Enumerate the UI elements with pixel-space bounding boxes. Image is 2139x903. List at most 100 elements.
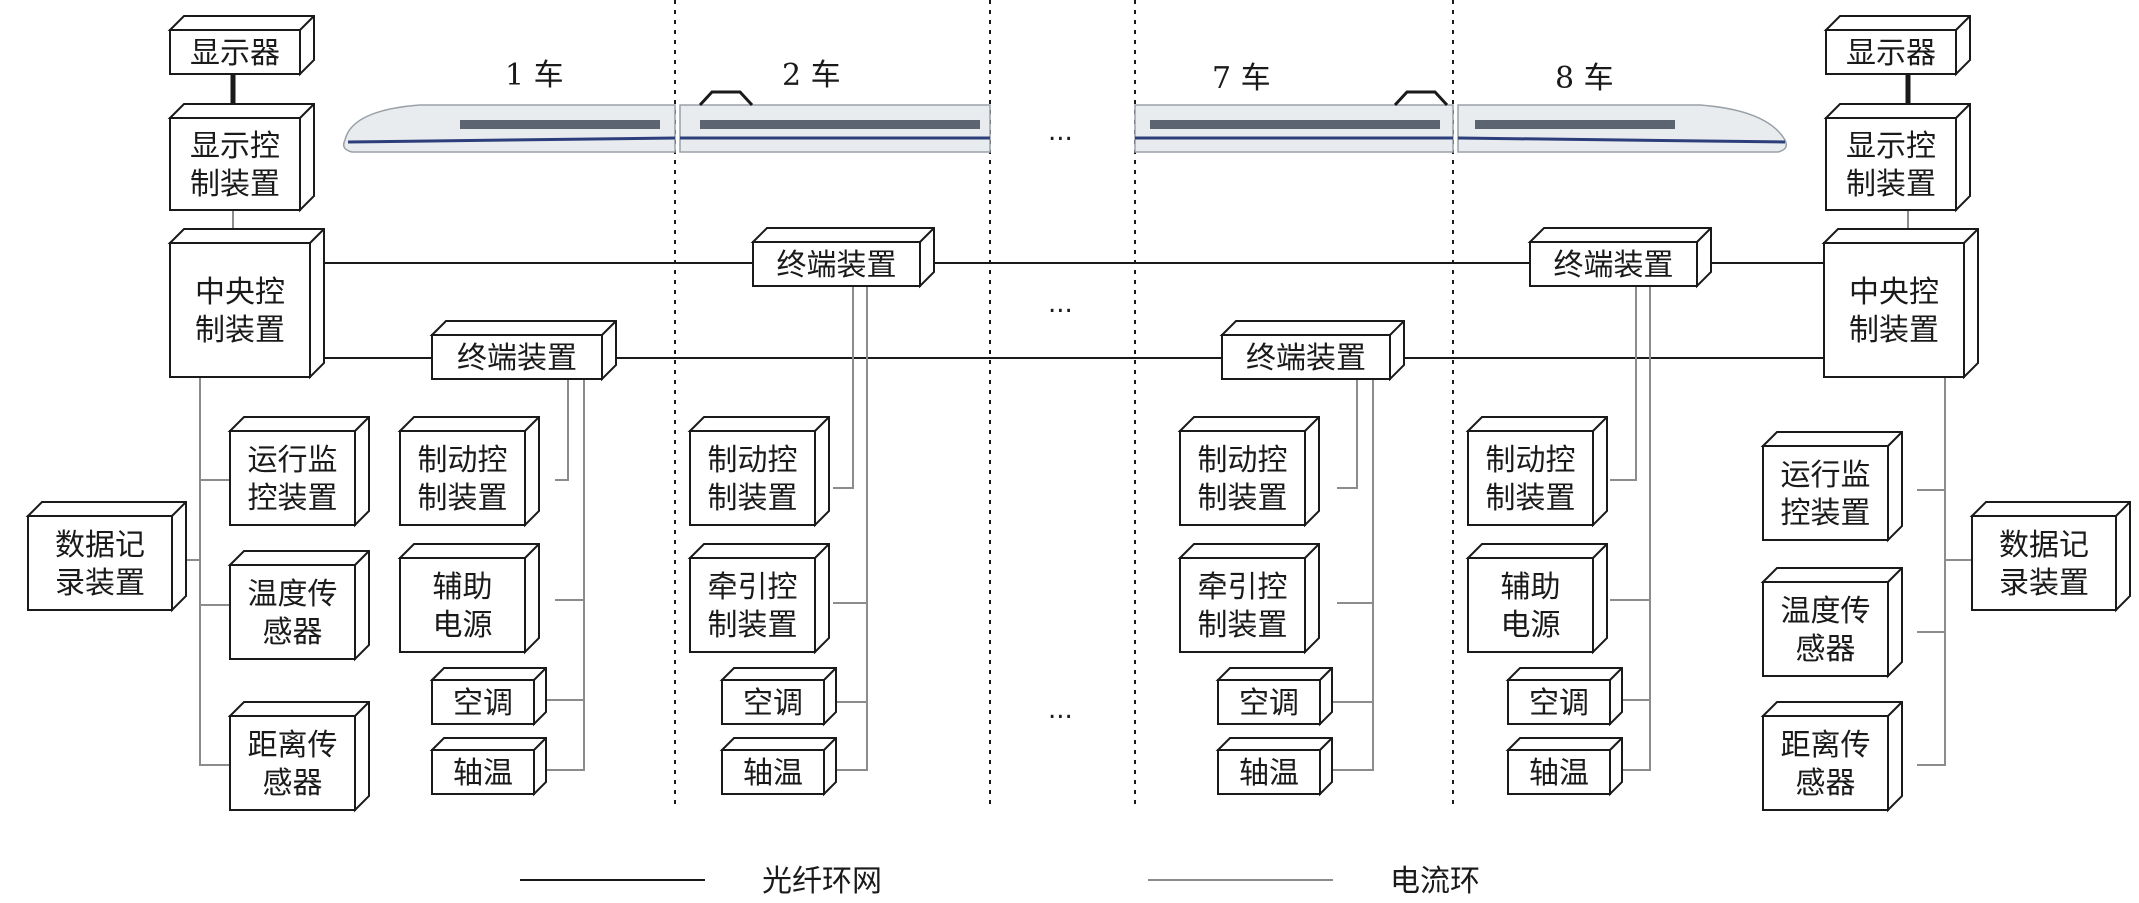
terminal-car2-label: 终端装置 xyxy=(777,248,897,283)
axle-temp-car7-label: 轴温 xyxy=(1239,756,1299,791)
traction-control-car2-label: 牵引控 xyxy=(708,570,798,605)
car-label-7: 7 车 xyxy=(1212,61,1271,96)
aircon-car7-label: 空调 xyxy=(1239,686,1299,721)
brake-control-car8-label: 制动控 xyxy=(1486,443,1576,478)
distance-sensor-left-label: 感器 xyxy=(263,766,323,801)
ellipsis-middle: ... xyxy=(1048,289,1073,319)
temp-sensor-right-label: 温度传 xyxy=(1781,594,1871,629)
car-label-8: 8 车 xyxy=(1555,61,1614,96)
distance-sensor-right-label: 距离传 xyxy=(1781,728,1871,763)
axle-temp-car2-label: 轴温 xyxy=(743,756,803,791)
axle-temp-car8: 轴温 xyxy=(1505,737,1623,797)
display-right-label: 显示器 xyxy=(1846,36,1936,71)
aircon-car2: 空调 xyxy=(719,667,837,727)
central-control-left-label: 制装置 xyxy=(195,313,285,348)
display-control-left-label: 显示控 xyxy=(190,129,280,164)
distance-sensor-left-label: 距离传 xyxy=(248,728,338,763)
car-label-2: 2 车 xyxy=(782,58,841,93)
temp-sensor-right-label: 感器 xyxy=(1796,632,1856,667)
display-control-right-label: 显示控 xyxy=(1846,129,1936,164)
aircon-car8: 空调 xyxy=(1505,667,1623,727)
aux-power-car8-label: 辅助 xyxy=(1501,570,1561,605)
car-label-1: 1 车 xyxy=(505,58,564,93)
axle-temp-car1: 轴温 xyxy=(429,737,547,797)
temp-sensor-left-label: 温度传 xyxy=(248,577,338,612)
aux-power-car8-label: 电源 xyxy=(1501,608,1561,643)
device-boxes: 显示器显示控制装置中央控制装置终端装置运行监控装置温度传感器距离传感器数据记录装… xyxy=(25,15,2131,813)
brake-control-car1-label: 制动控 xyxy=(418,443,508,478)
data-recorder-right-label: 录装置 xyxy=(1999,566,2089,601)
terminal-car7-label: 终端装置 xyxy=(1246,341,1366,376)
ellipsis-top: ... xyxy=(1048,117,1073,147)
terminal-car8: 终端装置 xyxy=(1527,227,1712,289)
current-loop-lines xyxy=(172,210,1972,771)
terminal-car7: 终端装置 xyxy=(1219,320,1405,382)
brake-control-car1-label: 制装置 xyxy=(418,481,508,516)
run-monitor-left-label: 控装置 xyxy=(248,481,338,516)
central-control-left-label: 中央控 xyxy=(195,275,285,310)
legend-current-label: 电流环 xyxy=(1390,864,1480,899)
aircon-car1: 空调 xyxy=(429,667,547,727)
data-recorder-right-label: 数据记 xyxy=(1999,528,2089,563)
data-recorder-left-label: 录装置 xyxy=(55,566,145,601)
display-left-label: 显示器 xyxy=(190,36,280,71)
brake-control-car2-label: 制装置 xyxy=(708,481,798,516)
terminal-car1-label: 终端装置 xyxy=(457,341,577,376)
brake-control-car8-label: 制装置 xyxy=(1486,481,1576,516)
distance-sensor-right-label: 感器 xyxy=(1796,766,1856,801)
legend: 光纤环网 电流环 xyxy=(520,864,1480,899)
aircon-car8-label: 空调 xyxy=(1529,686,1589,721)
aircon-car7: 空调 xyxy=(1215,667,1333,727)
traction-control-car2-label: 制装置 xyxy=(708,608,798,643)
display-left: 显示器 xyxy=(167,15,315,77)
display-right: 显示器 xyxy=(1823,15,1971,77)
axle-temp-car2: 轴温 xyxy=(719,737,837,797)
terminal-car8-label: 终端装置 xyxy=(1554,248,1674,283)
data-recorder-left-label: 数据记 xyxy=(55,528,145,563)
legend-fiber-label: 光纤环网 xyxy=(762,864,882,899)
run-monitor-left-label: 运行监 xyxy=(248,443,338,478)
axle-temp-car1-label: 轴温 xyxy=(453,756,513,791)
run-monitor-right-label: 运行监 xyxy=(1781,458,1871,493)
brake-control-car7-label: 制动控 xyxy=(1198,443,1288,478)
ellipsis-bottom: ... xyxy=(1048,695,1073,725)
display-control-right-label: 制装置 xyxy=(1846,167,1936,202)
temp-sensor-left-label: 感器 xyxy=(263,615,323,650)
fiber-ring-lines xyxy=(230,71,1911,359)
terminal-car2: 终端装置 xyxy=(750,227,935,289)
axle-temp-car8-label: 轴温 xyxy=(1529,756,1589,791)
traction-control-car7-label: 制装置 xyxy=(1198,608,1288,643)
axle-temp-car7: 轴温 xyxy=(1215,737,1333,797)
brake-control-car7-label: 制装置 xyxy=(1198,481,1288,516)
central-control-right-label: 中央控 xyxy=(1849,275,1939,310)
aux-power-car1-label: 辅助 xyxy=(433,570,493,605)
display-control-left-label: 制装置 xyxy=(190,167,280,202)
train-image-right xyxy=(1134,90,1788,153)
brake-control-car2-label: 制动控 xyxy=(708,443,798,478)
terminal-car1: 终端装置 xyxy=(429,320,617,382)
run-monitor-right-label: 控装置 xyxy=(1781,496,1871,531)
traction-control-car7-label: 牵引控 xyxy=(1198,570,1288,605)
aircon-car1-label: 空调 xyxy=(453,686,513,721)
central-control-right-label: 制装置 xyxy=(1849,313,1939,348)
